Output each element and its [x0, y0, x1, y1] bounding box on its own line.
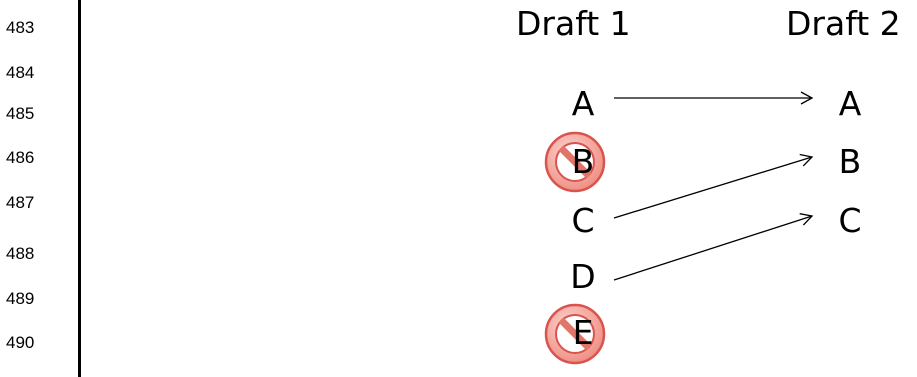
prohibited-icon — [544, 303, 606, 365]
draft1-title: Draft 1 — [516, 4, 631, 43]
draft1-item-a: A — [571, 84, 595, 123]
draft2-item-a: A — [838, 84, 862, 123]
draft2-item-c: C — [838, 201, 862, 240]
prohibited-icon — [544, 131, 606, 193]
line-number: 487 — [6, 193, 35, 212]
draft1-item-c: C — [571, 201, 595, 240]
line-number: 484 — [6, 63, 35, 82]
line-number: 490 — [6, 333, 35, 352]
draft2-title: Draft 2 — [786, 4, 901, 43]
gutter-divider — [78, 0, 81, 377]
line-number: 489 — [6, 289, 35, 308]
draft1-item-d: D — [570, 257, 596, 296]
draft2-item-b: B — [838, 142, 862, 181]
draft1-item-e: E — [572, 313, 594, 352]
line-number: 486 — [6, 148, 35, 167]
line-number-gutter: 483 484 485 486 487 488 489 490 — [0, 0, 80, 377]
arrow-c-to-b — [613, 153, 814, 219]
draft1-item-b: B — [571, 142, 595, 181]
line-number: 483 — [6, 18, 35, 37]
arrow-d-to-c — [613, 213, 814, 281]
line-number: 488 — [6, 244, 35, 263]
line-number: 485 — [6, 104, 35, 123]
